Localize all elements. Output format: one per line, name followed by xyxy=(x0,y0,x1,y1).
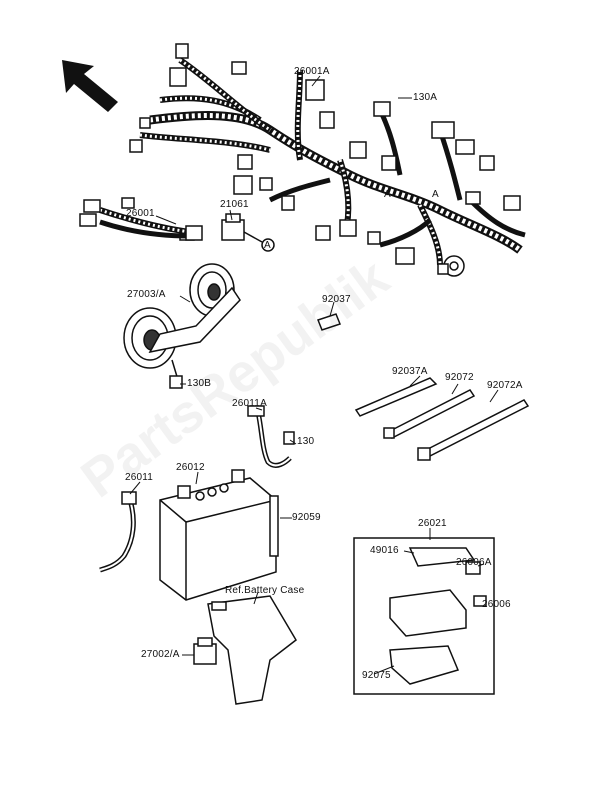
part-label-27002A: 27002/A xyxy=(141,649,180,660)
part-label-26001A: 26001A xyxy=(294,66,330,77)
part-label-26021: 26021 xyxy=(418,518,447,529)
part-label-92037: 92037 xyxy=(322,294,351,305)
horns-27003 xyxy=(123,263,241,389)
part-label-ref-battery-case: Ref.Battery Case xyxy=(225,585,305,596)
part-label-26006: 26006 xyxy=(482,599,511,610)
part-label-49016: 49016 xyxy=(370,545,399,556)
part-label-A1: A xyxy=(384,189,391,200)
part-label-92059: 92059 xyxy=(292,512,321,523)
part-label-A3: A xyxy=(264,240,271,251)
part-label-130B: 130B xyxy=(187,378,212,389)
battery-cable-26011A xyxy=(247,405,295,468)
part-label-92072A: 92072A xyxy=(487,380,523,391)
main-wiring-harness xyxy=(139,57,526,266)
fuse-box-group xyxy=(353,537,495,695)
battery-case-bracket xyxy=(207,595,297,705)
part-label-26011: 26011 xyxy=(125,472,154,483)
battery-cable-26011 xyxy=(99,491,137,573)
relay-27002 xyxy=(193,637,217,665)
part-label-26001: 26001 xyxy=(126,208,155,219)
part-label-130A: 130A xyxy=(413,92,438,103)
part-label-26006A: 26006A xyxy=(456,557,492,568)
part-label-26011A: 26011A xyxy=(232,398,267,409)
part-label-27003A: 27003/A xyxy=(127,289,166,300)
part-label-21061: 21061 xyxy=(220,199,249,210)
part-label-92075: 92075 xyxy=(362,670,391,681)
relay-21061 xyxy=(221,213,275,252)
harness-connectors xyxy=(129,43,521,277)
part-label-92037A: 92037A xyxy=(392,366,428,377)
tube-92059 xyxy=(269,495,279,557)
battery-26012 xyxy=(159,469,277,601)
part-label-A2: A xyxy=(432,189,439,200)
part-label-130: 130 xyxy=(297,436,315,447)
part-label-26012: 26012 xyxy=(176,462,205,473)
direction-arrow-icon xyxy=(62,60,118,112)
cable-ties xyxy=(354,377,530,461)
part-label-92072: 92072 xyxy=(445,372,474,383)
leader-lines xyxy=(129,75,499,675)
sub-harness-26001 xyxy=(79,197,203,241)
